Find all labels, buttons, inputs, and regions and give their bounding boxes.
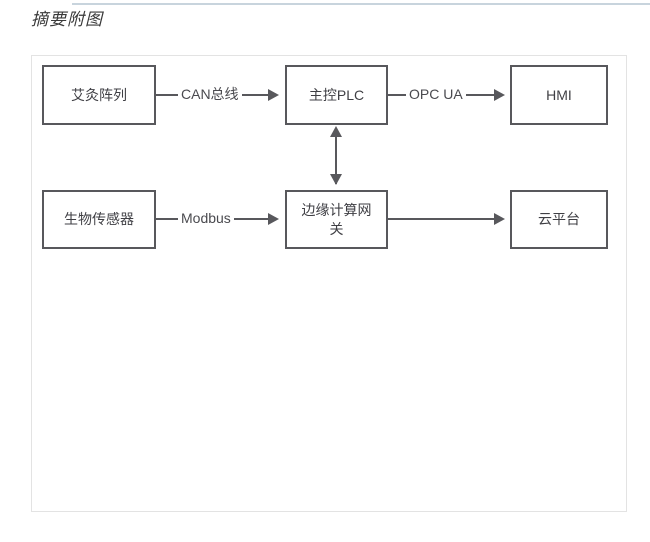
arrowhead-modbus: [268, 213, 279, 225]
node-biosensor: 生物传感器: [42, 190, 156, 249]
node-label-main-plc: 主控PLC: [308, 86, 365, 103]
node-hmi: HMI: [510, 65, 608, 125]
arrowhead-plc-edge-up: [330, 126, 342, 137]
arrowhead-can-bus: [268, 89, 279, 101]
node-label-edge-gateway: 边缘计算网关: [301, 201, 372, 237]
page-title: 摘要附图: [31, 10, 103, 30]
arrowhead-opc-ua: [494, 89, 505, 101]
edge-line-plc-edge-link: [335, 131, 337, 184]
edge-label-can-bus: CAN总线: [178, 85, 242, 103]
node-label-moxibustion-array: 艾灸阵列: [71, 86, 127, 103]
arrowhead-plc-edge-down: [330, 174, 342, 185]
node-label-biosensor: 生物传感器: [64, 211, 134, 227]
edge-label-opc-ua: OPC UA: [406, 85, 466, 103]
arrowhead-edge-to-cloud: [494, 213, 505, 225]
node-main-plc: 主控PLC: [285, 65, 388, 125]
node-label-hmi: HMI: [546, 86, 572, 103]
edge-label-modbus: Modbus: [178, 209, 234, 227]
edge-line-edge-to-cloud: [388, 218, 494, 220]
top-divider-rule: [72, 3, 650, 5]
node-cloud-platform: 云平台: [510, 190, 608, 249]
figure-frame: [31, 55, 627, 512]
node-moxibustion-array: 艾灸阵列: [42, 65, 156, 125]
node-edge-gateway: 边缘计算网关: [285, 190, 388, 249]
node-label-cloud-platform: 云平台: [538, 211, 580, 227]
